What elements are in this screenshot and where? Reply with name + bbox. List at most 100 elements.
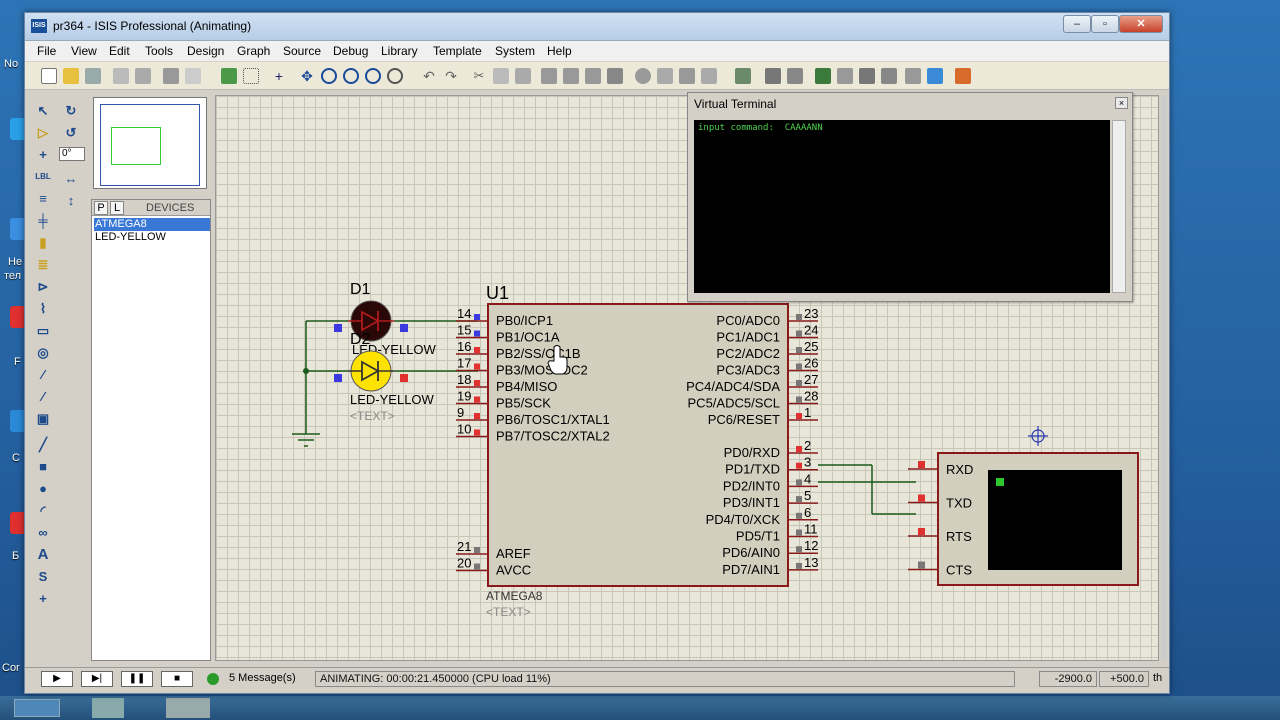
led-d2[interactable] bbox=[348, 350, 394, 392]
terminals-icon[interactable]: ≣ bbox=[37, 257, 49, 272]
new-sheet-icon[interactable] bbox=[815, 68, 831, 84]
taskbar-button-2[interactable] bbox=[92, 698, 124, 718]
undo-icon[interactable]: ↶ bbox=[423, 68, 435, 84]
overview-window[interactable] bbox=[93, 97, 207, 189]
zoom-area-icon[interactable] bbox=[387, 68, 403, 84]
copy-icon[interactable] bbox=[493, 68, 509, 84]
block-copy-icon[interactable] bbox=[541, 68, 557, 84]
circle-icon[interactable]: ● bbox=[39, 481, 47, 496]
open-file-icon[interactable] bbox=[63, 68, 79, 84]
packaging-icon[interactable] bbox=[679, 68, 695, 84]
bus-icon[interactable]: ╪ bbox=[38, 213, 48, 228]
print-icon[interactable] bbox=[163, 68, 179, 84]
menu-library[interactable]: Library bbox=[381, 44, 418, 58]
exit-to-parent-icon[interactable] bbox=[859, 68, 875, 84]
mirror-y-icon[interactable]: ↕ bbox=[67, 193, 75, 208]
new-file-icon[interactable] bbox=[41, 68, 57, 84]
line-icon[interactable]: ╱ bbox=[39, 437, 47, 452]
pan-icon[interactable]: ✥ bbox=[301, 68, 313, 84]
block-delete-icon[interactable] bbox=[607, 68, 623, 84]
messages-count[interactable]: 5 Message(s) bbox=[229, 672, 296, 684]
device-pins-icon[interactable]: ⊳ bbox=[37, 279, 49, 294]
property-tool-icon[interactable] bbox=[787, 68, 803, 84]
desktop-icon-red[interactable] bbox=[10, 306, 28, 328]
wire-autorouter-icon[interactable] bbox=[735, 68, 751, 84]
text-script-icon[interactable]: ≡ bbox=[39, 191, 47, 206]
origin-icon[interactable]: + bbox=[274, 68, 284, 84]
desktop-icon-app[interactable] bbox=[10, 218, 28, 240]
electrical-check-icon[interactable] bbox=[927, 68, 943, 84]
make-device-icon[interactable] bbox=[657, 68, 673, 84]
taskbar-button-1[interactable] bbox=[14, 699, 60, 717]
current-probe-icon[interactable]: ⁄ bbox=[41, 389, 45, 404]
block-move-icon[interactable] bbox=[563, 68, 579, 84]
decompose-icon[interactable] bbox=[701, 68, 717, 84]
pick-device-icon[interactable] bbox=[635, 68, 651, 84]
device-item-led-yellow[interactable]: LED-YELLOW bbox=[95, 231, 166, 243]
tape-recorder-icon[interactable]: ▭ bbox=[36, 323, 50, 338]
virtual-terminal-scrollbar[interactable] bbox=[1112, 120, 1126, 293]
text-icon[interactable]: A bbox=[37, 546, 49, 563]
voltage-probe-icon[interactable]: ⁄ bbox=[41, 367, 45, 382]
virtual-instruments-icon[interactable]: ▣ bbox=[36, 411, 50, 426]
print-area-icon[interactable] bbox=[185, 68, 201, 84]
menu-view[interactable]: View bbox=[71, 44, 97, 58]
mirror-x-icon[interactable]: ↔ bbox=[64, 171, 78, 186]
menu-template[interactable]: Template bbox=[433, 44, 482, 58]
marker-icon[interactable]: + bbox=[39, 591, 47, 606]
zoom-in-icon[interactable] bbox=[321, 68, 337, 84]
menu-system[interactable]: System bbox=[495, 44, 536, 58]
virtual-terminal-screen[interactable]: input command: CAAAANN bbox=[694, 120, 1110, 293]
subcircuit-icon[interactable]: ▮ bbox=[39, 235, 47, 250]
desktop-icon-red-2[interactable] bbox=[10, 512, 28, 534]
bill-of-materials-icon[interactable] bbox=[881, 68, 897, 84]
menu-file[interactable]: File bbox=[37, 44, 57, 58]
menu-debug[interactable]: Debug bbox=[333, 44, 369, 58]
redraw-icon[interactable] bbox=[221, 68, 237, 84]
menu-tools[interactable]: Tools bbox=[145, 44, 174, 58]
symbol-icon[interactable]: S bbox=[38, 569, 48, 584]
menu-design[interactable]: Design bbox=[187, 44, 225, 58]
menu-help[interactable]: Help bbox=[547, 44, 572, 58]
play-button[interactable]: ▶ bbox=[41, 671, 73, 687]
taskbar-button-3[interactable] bbox=[166, 698, 210, 718]
maximize-button[interactable]: ▫ bbox=[1091, 15, 1119, 33]
search-icon[interactable] bbox=[765, 68, 781, 84]
path-icon[interactable]: ∞ bbox=[38, 525, 48, 540]
title-bar[interactable]: ISIS pr364 - ISIS Professional (Animatin… bbox=[25, 13, 1169, 41]
menu-graph[interactable]: Graph bbox=[237, 44, 271, 58]
desktop-icon-folder[interactable] bbox=[10, 410, 28, 432]
arc-icon[interactable]: ◜ bbox=[40, 503, 46, 518]
redo-icon[interactable]: ↷ bbox=[445, 68, 457, 84]
atmega8-chip[interactable] bbox=[487, 303, 789, 587]
rotate-cw-icon[interactable]: ↻ bbox=[65, 103, 77, 118]
rotate-ccw-icon[interactable]: ↺ bbox=[65, 125, 77, 140]
vertical-scrollbar[interactable] bbox=[1161, 95, 1167, 661]
led-d1[interactable] bbox=[348, 300, 394, 342]
close-button[interactable]: ✕ bbox=[1119, 15, 1163, 33]
step-button[interactable]: ▶| bbox=[81, 671, 113, 687]
wire-label-icon[interactable]: LBL bbox=[35, 172, 51, 181]
zoom-out-icon[interactable] bbox=[343, 68, 359, 84]
save-icon[interactable] bbox=[85, 68, 101, 84]
menu-edit[interactable]: Edit bbox=[109, 44, 130, 58]
grid-icon[interactable] bbox=[243, 68, 259, 84]
device-item-atmega8[interactable]: ATMEGA8 bbox=[94, 218, 210, 231]
junction-dot-icon[interactable]: + bbox=[39, 147, 47, 162]
pick-device-tab[interactable]: P bbox=[94, 201, 108, 215]
zoom-all-icon[interactable] bbox=[365, 68, 381, 84]
selection-mode-icon[interactable]: ↖ bbox=[37, 103, 49, 118]
ares-icon[interactable] bbox=[955, 68, 971, 84]
generator-icon[interactable]: ◎ bbox=[37, 345, 49, 360]
cut-icon[interactable]: ✂ bbox=[473, 68, 485, 83]
netlist-icon[interactable] bbox=[905, 68, 921, 84]
desktop-icon-browser[interactable] bbox=[10, 118, 28, 140]
menu-source[interactable]: Source bbox=[283, 44, 322, 58]
import-icon[interactable] bbox=[113, 68, 129, 84]
minimize-button[interactable]: ‒ bbox=[1063, 15, 1091, 33]
graph-mode-icon[interactable]: ⌇ bbox=[39, 301, 47, 316]
stop-button[interactable]: ■ bbox=[161, 671, 193, 687]
virtual-terminal-window[interactable]: Virtual Terminal × input command: CAAAAN… bbox=[687, 92, 1133, 302]
component-mode-icon[interactable]: ▷ bbox=[38, 125, 48, 140]
virtual-terminal-close-button[interactable]: × bbox=[1115, 97, 1128, 109]
